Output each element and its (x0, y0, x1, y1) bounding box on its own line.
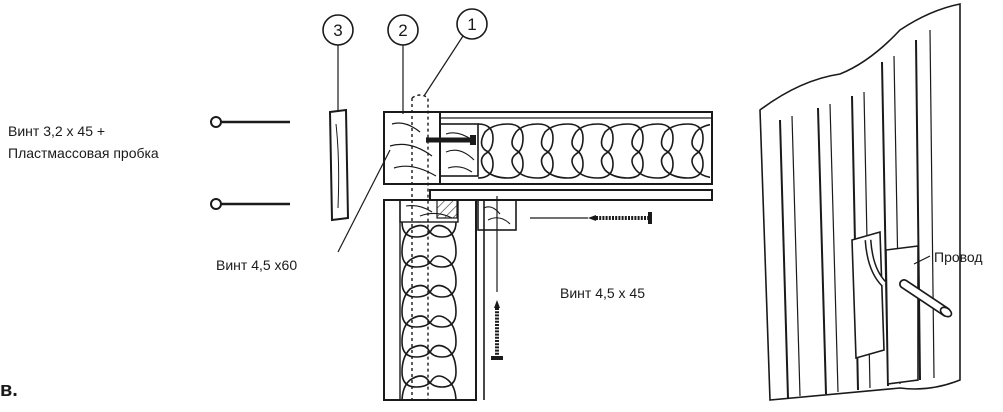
callout-3-number: 3 (333, 21, 342, 40)
screw-4-5x60-icon (426, 135, 476, 145)
insulation-vertical (401, 222, 457, 400)
wall-panel-perspective (759, 3, 961, 401)
label-plastic-plug: Пластмассовая пробка (8, 145, 159, 161)
label-wire: Провод (934, 249, 983, 265)
callout-3 (322, 14, 354, 110)
corner-joint-section (383, 94, 713, 401)
screw-4-5x45-vertical-icon (491, 300, 503, 360)
screw-3-2x45-top-icon (210, 116, 290, 128)
callout-2-number: 2 (398, 21, 407, 40)
label-screw-3-2x45: Винт 3,2 x 45 + (8, 123, 105, 139)
label-screw-4-5x45: Винт 4,5 x 45 (560, 285, 645, 301)
callout-1-number: 1 (467, 15, 476, 34)
screw-4-5x45-horizontal-icon (588, 212, 652, 224)
callout-1 (423, 8, 488, 97)
callout-2 (387, 14, 419, 114)
insulation-horizontal (478, 123, 710, 179)
label-screw-4-5x60: Винт 4,5 x60 (216, 257, 297, 273)
screw-3-2x45-bottom-icon (210, 198, 290, 210)
trim-board (328, 108, 350, 222)
figure-letter: в. (0, 379, 18, 401)
